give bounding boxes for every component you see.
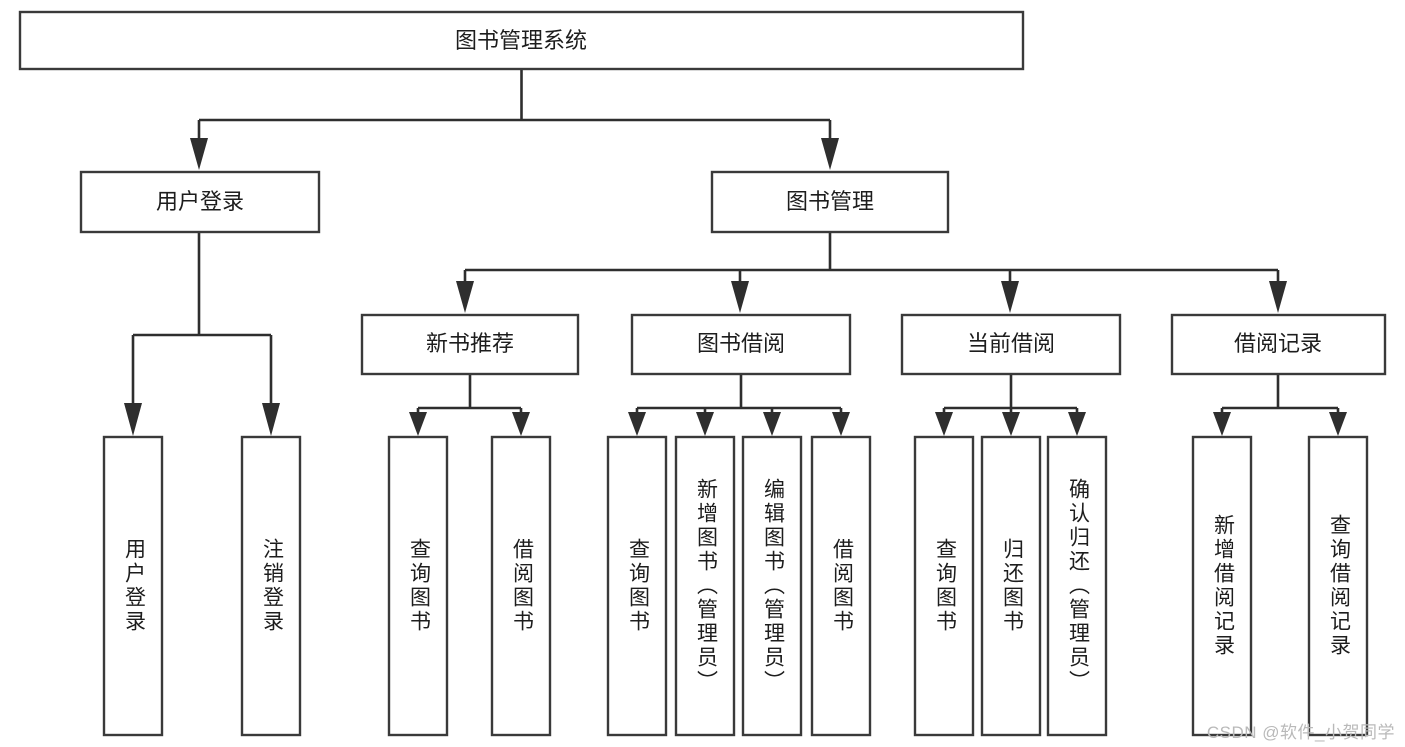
connector-group-user-login xyxy=(124,232,280,436)
leaf-return-book-box[interactable] xyxy=(980,435,1042,737)
node-book-manage-box[interactable] xyxy=(710,170,950,234)
connector-group-new-book-rec xyxy=(409,374,530,436)
leaf-edit-book[interactable]: 编辑图书（管理员） xyxy=(741,435,803,737)
leaf-query-record-label: 查询借阅记录 xyxy=(1327,514,1351,658)
leaf-add-record-label: 新增借阅记录 xyxy=(1211,514,1235,658)
arrow-bb-leaf-3 xyxy=(763,412,781,436)
connector-group-book-borrow xyxy=(628,374,850,436)
node-root-label: 图书管理系统 xyxy=(455,28,587,53)
node-borrow-record-label: 借阅记录 xyxy=(1234,331,1322,356)
leaf-query-book-3-label: 查询图书 xyxy=(933,538,957,634)
connector-group-root xyxy=(190,69,839,170)
leaf-confirm-return[interactable]: 确认归还（管理员） xyxy=(1046,435,1108,737)
node-root[interactable]: 图书管理系统 xyxy=(18,10,1025,71)
leaf-query-record[interactable]: 查询借阅记录 xyxy=(1307,435,1369,737)
leaf-add-book-box[interactable] xyxy=(674,435,736,737)
leaf-user-login-box[interactable] xyxy=(102,435,164,737)
leaf-borrow-book-1-label: 借阅图书 xyxy=(510,538,534,634)
arrow-cb-leaf-1 xyxy=(935,412,953,436)
leaf-logout-box[interactable] xyxy=(240,435,302,737)
connector-group-book-manage xyxy=(456,232,1287,313)
arrow-nbr-leaf-2 xyxy=(512,412,530,436)
leaf-borrow-book-1-box[interactable] xyxy=(490,435,552,737)
node-borrow-record[interactable]: 借阅记录 xyxy=(1170,313,1387,376)
leaf-query-book-3-box[interactable] xyxy=(913,435,975,737)
arrow-user-login-leaf-1 xyxy=(124,403,142,436)
node-book-manage-label: 图书管理 xyxy=(786,189,874,214)
arrow-bm-to-borrow-record xyxy=(1269,281,1287,313)
leaf-add-record[interactable]: 新增借阅记录 xyxy=(1191,435,1253,737)
node-current-borrow[interactable]: 当前借阅 xyxy=(900,313,1122,376)
leaf-borrow-book-1[interactable]: 借阅图书 xyxy=(490,435,552,737)
arrow-root-to-book-manage xyxy=(821,138,839,170)
node-book-borrow[interactable]: 图书借阅 xyxy=(630,313,852,376)
leaf-add-record-box[interactable] xyxy=(1191,435,1253,737)
arrow-bm-to-new-book-rec xyxy=(456,281,474,313)
leaf-query-book-2-label: 查询图书 xyxy=(626,538,650,634)
leaf-query-book-2-box[interactable] xyxy=(606,435,668,737)
node-current-borrow-box[interactable] xyxy=(900,313,1122,376)
leaf-query-book-3[interactable]: 查询图书 xyxy=(913,435,975,737)
node-new-book-rec-label: 新书推荐 xyxy=(426,331,514,356)
arrow-nbr-leaf-1 xyxy=(409,412,427,436)
leaf-logout-label: 注销登录 xyxy=(260,538,284,634)
leaf-confirm-return-box[interactable] xyxy=(1046,435,1108,737)
leaf-query-book-1-label: 查询图书 xyxy=(407,538,431,634)
node-user-login-label: 用户登录 xyxy=(156,189,244,214)
leaf-logout[interactable]: 注销登录 xyxy=(240,435,302,737)
node-root-box[interactable] xyxy=(18,10,1025,71)
leaf-borrow-book-2-label: 借阅图书 xyxy=(830,538,854,634)
node-new-book-rec-box[interactable] xyxy=(360,313,580,376)
node-user-login-box[interactable] xyxy=(79,170,321,234)
leaf-return-book-label: 归还图书 xyxy=(1000,538,1024,634)
connector-group-borrow-record xyxy=(1213,374,1347,436)
leaf-query-record-box[interactable] xyxy=(1307,435,1369,737)
arrow-bb-leaf-2 xyxy=(696,412,714,436)
leaf-add-book-label: 新增图书（管理员） xyxy=(694,478,718,694)
watermark-text: CSDN @软件_小贺同学 xyxy=(1206,723,1395,742)
node-book-borrow-label: 图书借阅 xyxy=(697,331,785,356)
node-user-login[interactable]: 用户登录 xyxy=(79,170,321,234)
leaf-query-book-1[interactable]: 查询图书 xyxy=(387,435,449,737)
leaf-edit-book-label: 编辑图书（管理员） xyxy=(761,478,785,694)
node-current-borrow-label: 当前借阅 xyxy=(967,331,1055,356)
leaf-query-book-2[interactable]: 查询图书 xyxy=(606,435,668,737)
arrow-br-leaf-2 xyxy=(1329,412,1347,436)
leaf-add-book[interactable]: 新增图书（管理员） xyxy=(674,435,736,737)
leaf-borrow-book-2[interactable]: 借阅图书 xyxy=(810,435,872,737)
arrow-bb-leaf-4 xyxy=(832,412,850,436)
leaf-borrow-book-2-box[interactable] xyxy=(810,435,872,737)
arrow-cb-leaf-2 xyxy=(1002,412,1020,436)
arrow-root-to-user-login xyxy=(190,138,208,170)
connector-group-current-borrow xyxy=(935,374,1086,436)
leaf-confirm-return-label: 确认归还（管理员） xyxy=(1066,478,1090,694)
leaf-query-book-1-box[interactable] xyxy=(387,435,449,737)
leaf-edit-book-box[interactable] xyxy=(741,435,803,737)
leaf-user-login[interactable]: 用户登录 xyxy=(102,435,164,737)
node-book-manage[interactable]: 图书管理 xyxy=(710,170,950,234)
arrow-cb-leaf-3 xyxy=(1068,412,1086,436)
leaf-return-book[interactable]: 归还图书 xyxy=(980,435,1042,737)
node-borrow-record-box[interactable] xyxy=(1170,313,1387,376)
arrow-bm-to-book-borrow xyxy=(731,281,749,313)
arrow-user-login-leaf-2 xyxy=(262,403,280,436)
arrow-br-leaf-1 xyxy=(1213,412,1231,436)
arrow-bm-to-current-borrow xyxy=(1001,281,1019,313)
node-new-book-rec[interactable]: 新书推荐 xyxy=(360,313,580,376)
node-book-borrow-box[interactable] xyxy=(630,313,852,376)
leaf-user-login-label: 用户登录 xyxy=(122,538,146,634)
arrow-bb-leaf-1 xyxy=(628,412,646,436)
